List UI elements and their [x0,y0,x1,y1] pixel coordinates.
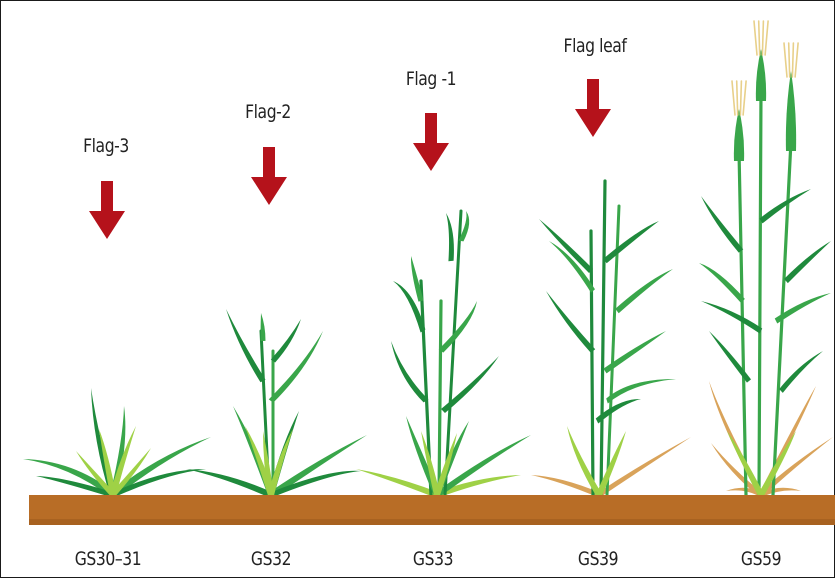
leaf [268,429,293,496]
leaf [701,196,744,253]
leaf [727,431,764,497]
leaf [596,431,626,497]
stem [757,89,763,497]
plant-gs30-31 [23,388,211,498]
plant-gs39 [531,179,691,498]
arrow-icon-flag-1-shape [413,113,449,171]
leaf-label-flag-2: Flag-2 [245,101,291,123]
arrows-layer [89,79,611,239]
leaf [726,487,762,498]
plant-gs33 [356,209,531,498]
arrow-icon-flag-3-shape [89,181,125,239]
leaf [779,351,823,393]
leaf [110,426,136,496]
leaf [539,219,593,273]
stage-label-gs39: GS39 [577,548,619,570]
leaf [760,487,801,498]
ear [733,109,745,161]
leaf [701,301,763,334]
arrow-icon-flag-2-shape [251,147,287,205]
awn [761,20,765,56]
plant-gs59 [699,20,833,498]
leaf [546,291,596,353]
ear [785,71,797,151]
ear [755,49,767,101]
leaf [446,213,454,262]
leaf [597,437,691,498]
leaf [434,433,457,496]
leaf [603,331,666,374]
leaf [270,319,301,363]
arrow-icon-flag-2 [251,147,287,205]
leaf [711,443,763,497]
leaf [391,341,429,403]
soil-strip-shadow [29,519,835,525]
awn [791,42,795,78]
stage-label-gs32: GS32 [250,548,292,570]
awn [742,80,747,116]
leaf [438,301,477,353]
leaf [458,211,470,242]
leaf [260,313,266,342]
leaf [567,426,602,497]
awn [731,80,736,116]
leaf [759,437,833,497]
leaf [603,221,659,264]
awn [757,20,761,56]
leaf [99,429,116,496]
leaf [421,431,440,496]
leaf [268,331,323,403]
leaf [393,281,426,333]
plant-gs32 [186,309,367,498]
awn [739,80,743,116]
stem [589,229,595,497]
leaf [699,263,745,304]
stage-label-gs30-31: GS30–31 [74,548,142,570]
leaf [709,331,752,383]
soil-strip [29,495,835,525]
leaf [595,398,641,424]
leaf [615,269,673,314]
leaf [263,431,274,496]
leaf [410,256,424,302]
awn [764,20,769,56]
plants-layer [23,20,833,498]
leaf [774,293,831,324]
stem [443,209,463,497]
leaf [784,241,831,284]
leaf [758,431,796,497]
leaf [269,435,367,498]
leaf [759,189,811,224]
arrow-icon-flag-3 [89,181,125,239]
leaf [110,448,151,497]
stage-label-gs33: GS33 [412,548,454,570]
stem [437,299,443,497]
awn [735,80,739,116]
leaf-label-flag-3: Flag-3 [83,135,129,157]
stage-label-gs59: GS59 [740,548,782,570]
leaf [186,469,272,498]
leaf-label-flag-leaf: Flag leaf [563,35,627,57]
arrow-icon-flag-leaf-shape [575,79,611,137]
arrow-icon-flag-leaf [575,79,611,137]
stem [737,149,748,497]
awn [753,20,758,56]
leaf-label-flag-1: Flag -1 [405,68,457,90]
leaf [606,378,676,404]
stem [599,179,607,497]
leaf [226,309,266,383]
awn [783,42,788,78]
leaf [356,469,438,498]
arrow-icon-flag-1 [413,113,449,171]
leaf [441,356,499,413]
awn [794,42,799,78]
leaf [76,451,115,497]
leaf [435,435,531,498]
leaf [549,241,595,293]
awn [787,42,791,78]
